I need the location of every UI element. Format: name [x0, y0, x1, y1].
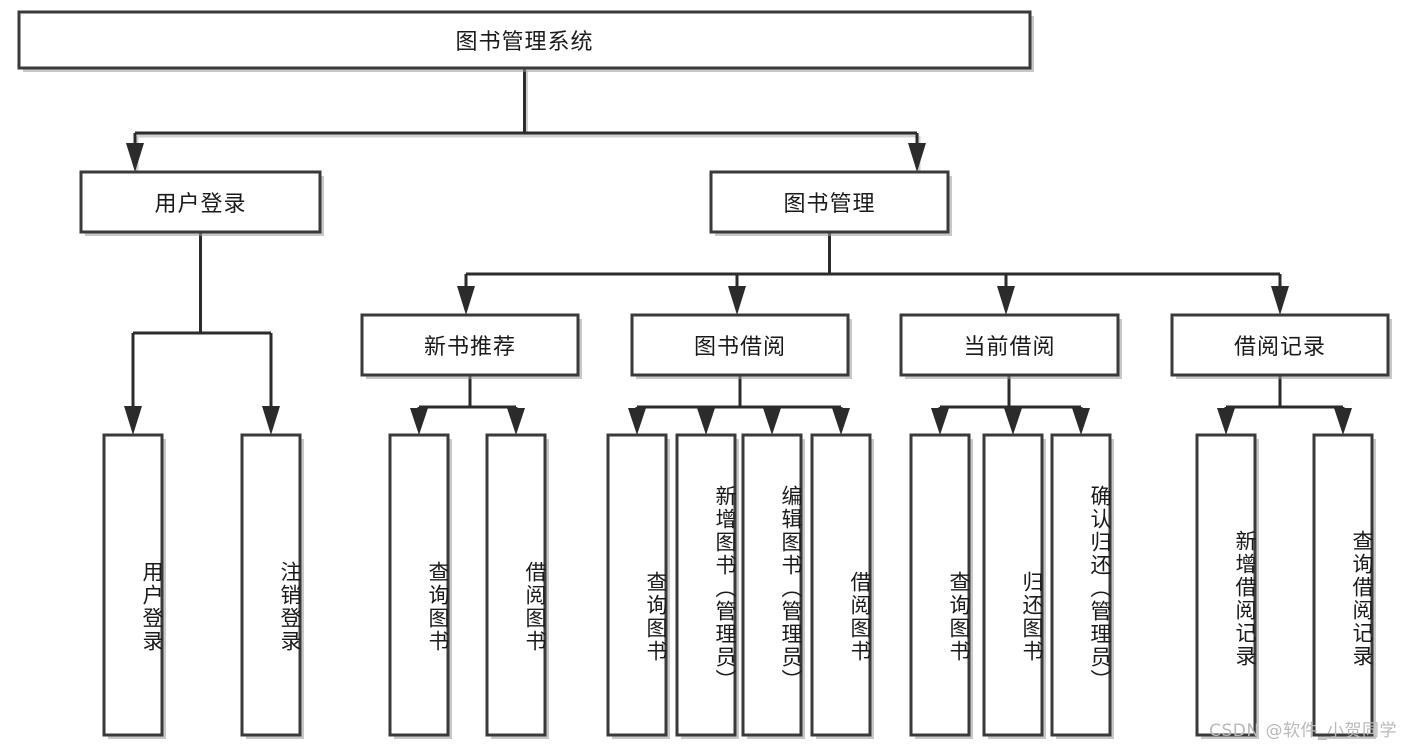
connector-currentborrow-to-leaves: [931, 375, 1090, 435]
node-borrow-record[interactable]: [1170, 313, 1392, 379]
node-leaf-borrow-book-2[interactable]: [810, 433, 874, 739]
connector-bookmanage-to-level3: [457, 232, 1289, 315]
csdn-watermark: CSDN @软件_小贺同学: [1209, 721, 1397, 741]
node-user-login[interactable]: [79, 170, 324, 236]
arrow-head-leaf-add-record: [1217, 408, 1235, 435]
arrow-head-leaf-query-book-1: [410, 408, 428, 435]
arrow-head-leaf-user-login: [124, 406, 142, 435]
arrow-head-leaf-confirm-return: [1072, 408, 1090, 435]
node-book-manage[interactable]: [709, 170, 952, 236]
node-leaf-logout[interactable]: [240, 433, 304, 739]
node-book-borrow[interactable]: [630, 313, 852, 379]
node-leaf-query-record[interactable]: [1312, 433, 1376, 739]
node-leaf-add-book[interactable]: [675, 433, 739, 739]
arrow-head-borrow-record: [1271, 286, 1289, 315]
node-leaf-return-book[interactable]: [982, 433, 1046, 739]
node-leaf-edit-book[interactable]: [741, 433, 805, 739]
arrow-head-leaf-query-book-2: [628, 408, 646, 435]
node-leaf-query-book-2[interactable]: [606, 433, 670, 739]
node-leaf-query-book-1[interactable]: [388, 433, 452, 739]
connector-userlogin-to-leaves: [124, 232, 280, 435]
connector-borrowrecord-to-leaves: [1217, 375, 1352, 435]
node-leaf-borrow-book-1[interactable]: [485, 433, 549, 739]
arrow-head-user-login: [126, 143, 144, 172]
arrow-head-leaf-logout: [262, 406, 280, 435]
node-new-book-rec[interactable]: [360, 313, 582, 379]
arrow-head-leaf-borrow-book-2: [832, 408, 850, 435]
node-leaf-user-login[interactable]: [102, 433, 166, 739]
node-leaf-add-record[interactable]: [1195, 433, 1259, 739]
arrow-head-leaf-borrow-book-1: [507, 408, 525, 435]
arrow-head-new-book-rec: [457, 286, 475, 315]
arrow-head-leaf-edit-book: [763, 408, 781, 435]
node-current-borrow[interactable]: [899, 313, 1122, 379]
node-leaf-query-book-3[interactable]: [909, 433, 973, 739]
connector-bookborrow-to-leaves: [628, 375, 850, 435]
connector-newbookrec-to-leaves: [410, 375, 525, 435]
arrow-head-book-manage: [908, 143, 926, 172]
arrow-head-leaf-add-book: [697, 408, 715, 435]
arrow-head-book-borrow: [728, 286, 746, 315]
arrow-head-leaf-return-book: [1004, 408, 1022, 435]
arrow-head-current-borrow: [997, 286, 1015, 315]
arrow-head-leaf-query-book-3: [931, 408, 949, 435]
node-root[interactable]: [17, 10, 1034, 72]
node-leaf-confirm-return[interactable]: [1050, 433, 1114, 739]
arrow-head-leaf-query-record: [1334, 408, 1352, 435]
connector-root-to-level2: [126, 68, 926, 183]
